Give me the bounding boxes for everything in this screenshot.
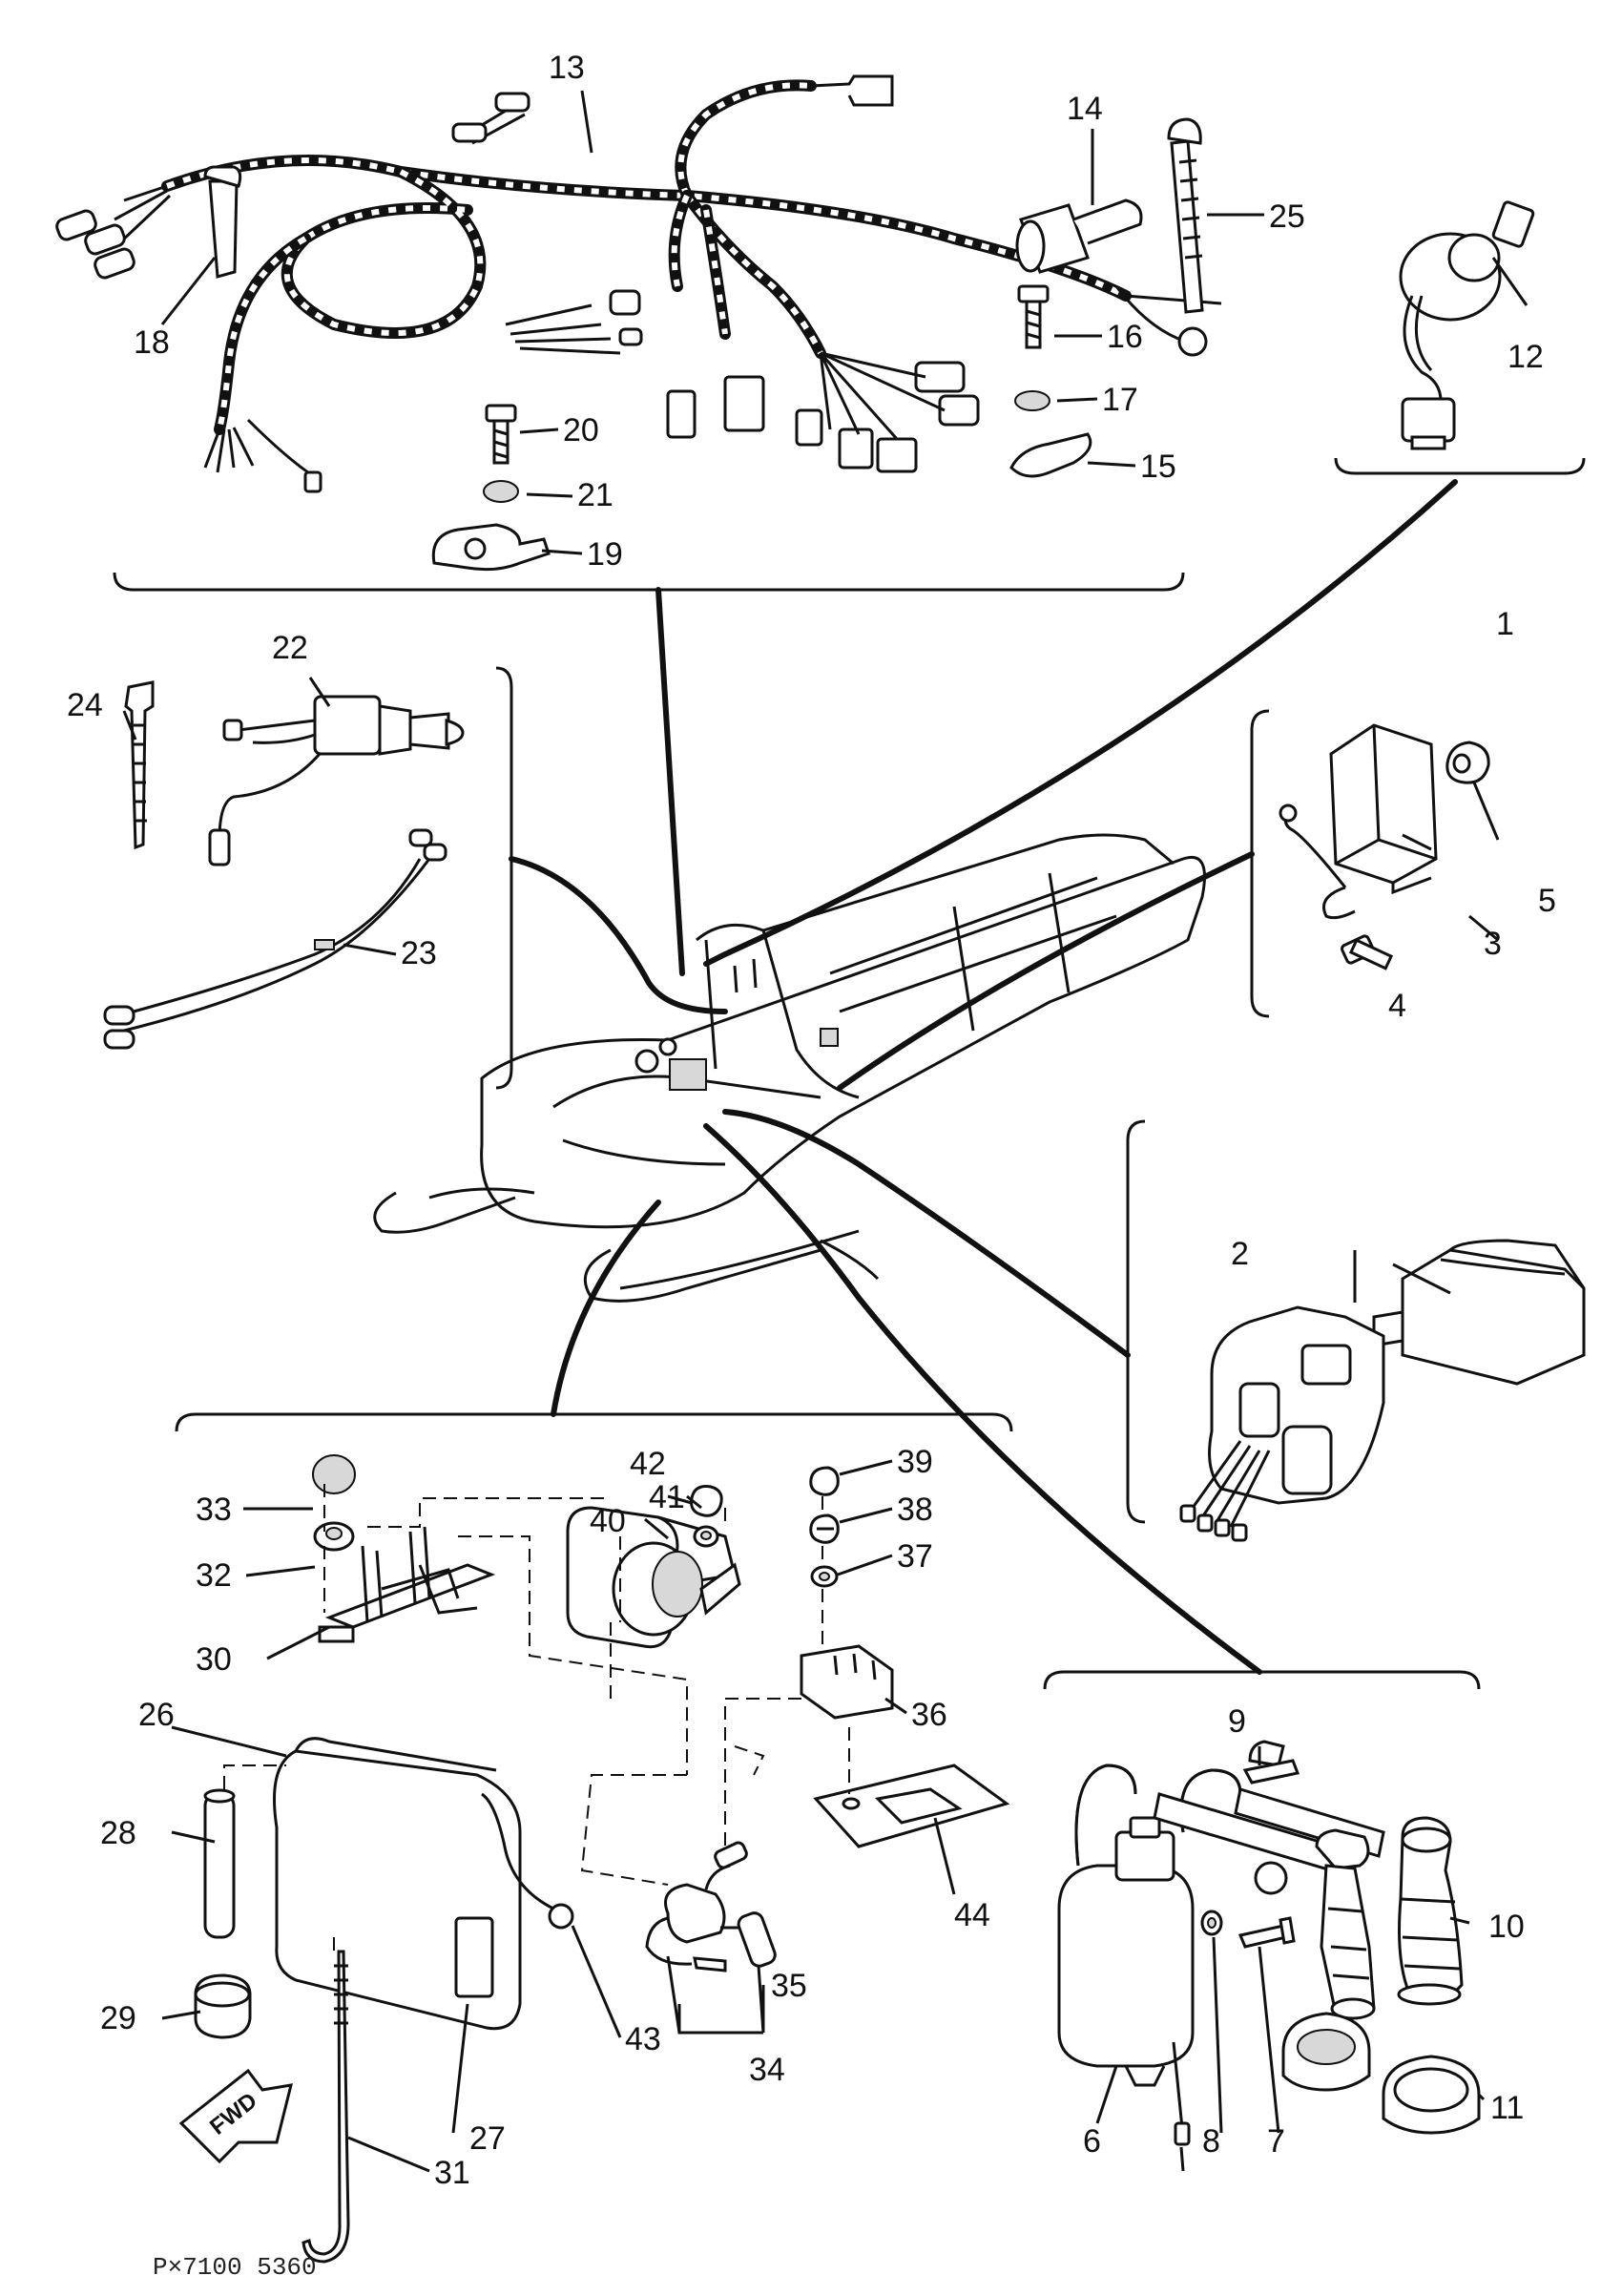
part-label-1: 1	[1496, 606, 1514, 642]
part-label-31: 31	[434, 2155, 470, 2191]
part-label-32: 32	[196, 1557, 232, 1594]
part-label-40: 40	[590, 1503, 626, 1539]
diagram-code: P×7100 5360	[153, 2253, 317, 2282]
part-label-25: 25	[1269, 198, 1305, 235]
part-label-22: 22	[272, 630, 308, 666]
part-label-29: 29	[100, 2000, 136, 2036]
part-label-18: 18	[134, 324, 170, 361]
part-label-7: 7	[1267, 2123, 1285, 2160]
part-label-41: 41	[649, 1479, 685, 1515]
part-label-43: 43	[625, 2021, 661, 2057]
label-leader-lines	[122, 90, 1528, 2173]
part-label-37: 37	[897, 1538, 933, 1575]
part-label-35: 35	[771, 1968, 807, 2004]
part-label-28: 28	[100, 1815, 136, 1851]
part-label-6: 6	[1083, 2123, 1101, 2160]
part-label-23: 23	[401, 935, 437, 971]
part-label-27: 27	[469, 2120, 506, 2157]
part-label-34: 34	[749, 2052, 785, 2088]
part-label-3: 3	[1484, 926, 1502, 962]
part-label-16: 16	[1107, 319, 1143, 355]
kill-switch-group	[103, 680, 465, 1050]
regulator-group	[1279, 723, 1490, 971]
harness-small-parts	[1009, 117, 1204, 478]
part-label-38: 38	[897, 1492, 933, 1528]
part-label-39: 39	[897, 1444, 933, 1480]
cdi-location-marker	[669, 1058, 707, 1091]
part-label-15: 15	[1140, 449, 1176, 485]
part-label-14: 14	[1067, 91, 1103, 127]
part-label-11: 11	[1490, 2090, 1524, 2126]
part-label-30: 30	[196, 1641, 232, 1678]
part-label-4: 4	[1388, 988, 1406, 1024]
rectifier-location-marker	[820, 1028, 839, 1047]
wire-harness	[55, 74, 1222, 493]
part-label-10: 10	[1488, 1909, 1525, 1945]
part-label-24: 24	[67, 687, 103, 723]
part-label-36: 36	[911, 1697, 947, 1733]
harness-left-parts	[203, 165, 551, 572]
part-label-20: 20	[563, 412, 599, 449]
group-brackets	[113, 457, 1586, 1690]
part-number-labels: 1 2 3 4 5 6 7 8 9 10 11 12 13 14 15 16 1…	[67, 50, 1556, 2282]
part-label-21: 21	[577, 477, 613, 513]
part-label-44: 44	[954, 1897, 990, 1933]
dashed-assembly-lines	[223, 1484, 850, 1956]
part-label-9: 9	[1228, 1703, 1246, 1740]
part-label-8: 8	[1202, 2123, 1220, 2160]
part-label-19: 19	[587, 536, 623, 573]
part-label-33: 33	[196, 1492, 232, 1528]
part-label-26: 26	[138, 1697, 175, 1733]
key-switch	[1399, 200, 1535, 450]
snowmobile-outline	[373, 833, 1206, 1303]
part-label-2: 2	[1231, 1236, 1249, 1272]
coil-group	[1179, 1239, 1586, 1542]
part-label-5: 5	[1538, 883, 1556, 919]
part-label-17: 17	[1102, 382, 1138, 418]
cdi-box-group: FWD	[178, 1454, 1010, 2264]
ignition-coil-group	[1057, 1740, 1481, 2172]
part-label-42: 42	[630, 1446, 666, 1482]
leader-lines	[509, 479, 1458, 1675]
part-label-12: 12	[1508, 339, 1544, 375]
part-label-13: 13	[549, 50, 585, 86]
